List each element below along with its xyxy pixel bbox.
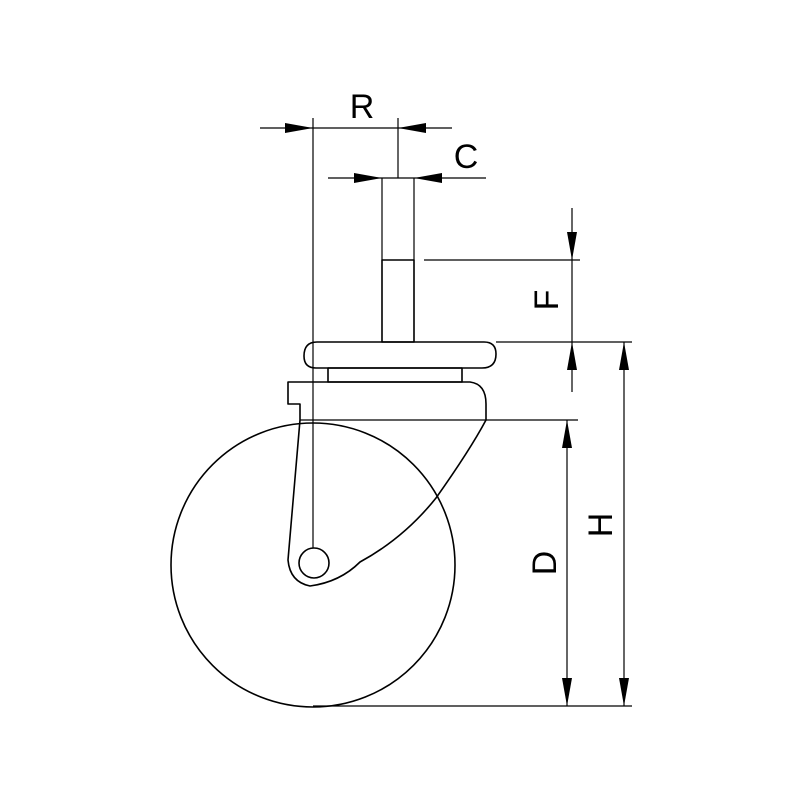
f-arrow-top — [567, 232, 577, 260]
d-arrow-top — [562, 420, 572, 448]
f-label: F — [528, 290, 566, 311]
h-arrow-bottom — [619, 678, 629, 706]
f-arrow-bottom — [567, 342, 577, 370]
c-label: C — [454, 138, 479, 176]
c-arrow-right — [414, 173, 442, 183]
swivel-ring — [327, 367, 463, 383]
h-arrow-top — [619, 342, 629, 370]
threaded-stem — [381, 259, 415, 343]
d-label: D — [526, 551, 564, 576]
r-arrow-right — [398, 123, 426, 133]
r-label: R — [350, 88, 375, 126]
h-label: H — [582, 513, 620, 538]
top-plate — [303, 341, 497, 369]
fork-housing — [287, 381, 487, 587]
d-arrow-bottom — [562, 678, 572, 706]
wheel-axle — [298, 547, 330, 579]
c-arrow-left — [354, 173, 382, 183]
r-arrow-left — [285, 123, 313, 133]
